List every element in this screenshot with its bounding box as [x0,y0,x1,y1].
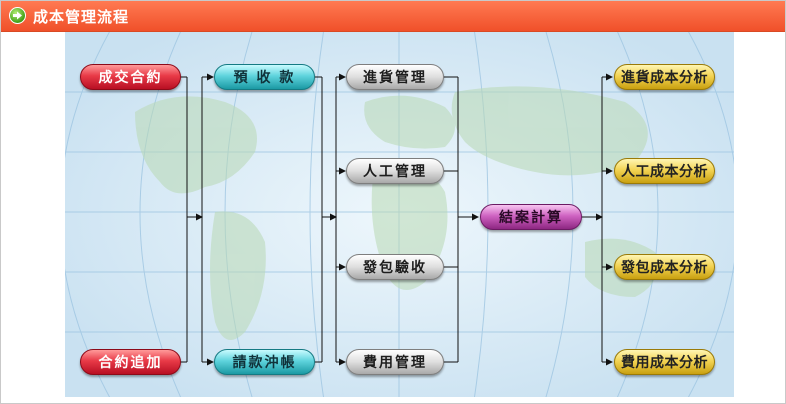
node-purchase-mgmt[interactable]: 進貨管理 [346,64,444,90]
node-labor-cost-analysis[interactable]: 人工成本分析 [614,158,715,184]
node-payment-request[interactable]: 請款沖帳 [214,349,315,375]
node-subcontract-cost-analysis[interactable]: 發包成本分析 [614,254,715,280]
node-contract-addendum[interactable]: 合約追加 [80,349,181,375]
node-labor-mgmt[interactable]: 人工管理 [346,158,444,184]
world-map-background [65,32,734,397]
arrow-right-circle-icon [9,7,26,24]
node-purchase-cost-analysis[interactable]: 進貨成本分析 [614,64,715,90]
header-title: 成本管理流程 [33,8,130,26]
node-expense-cost-analysis[interactable]: 費用成本分析 [614,349,715,375]
node-advance-payment[interactable]: 預 收 款 [214,64,315,90]
node-settlement-calc[interactable]: 結案計算 [480,204,582,230]
header-bar: 成本管理流程 [1,1,785,32]
node-subcontract-acceptance[interactable]: 發包驗收 [346,254,444,280]
node-expense-mgmt[interactable]: 費用管理 [346,349,444,375]
node-contract[interactable]: 成交合約 [80,64,181,90]
